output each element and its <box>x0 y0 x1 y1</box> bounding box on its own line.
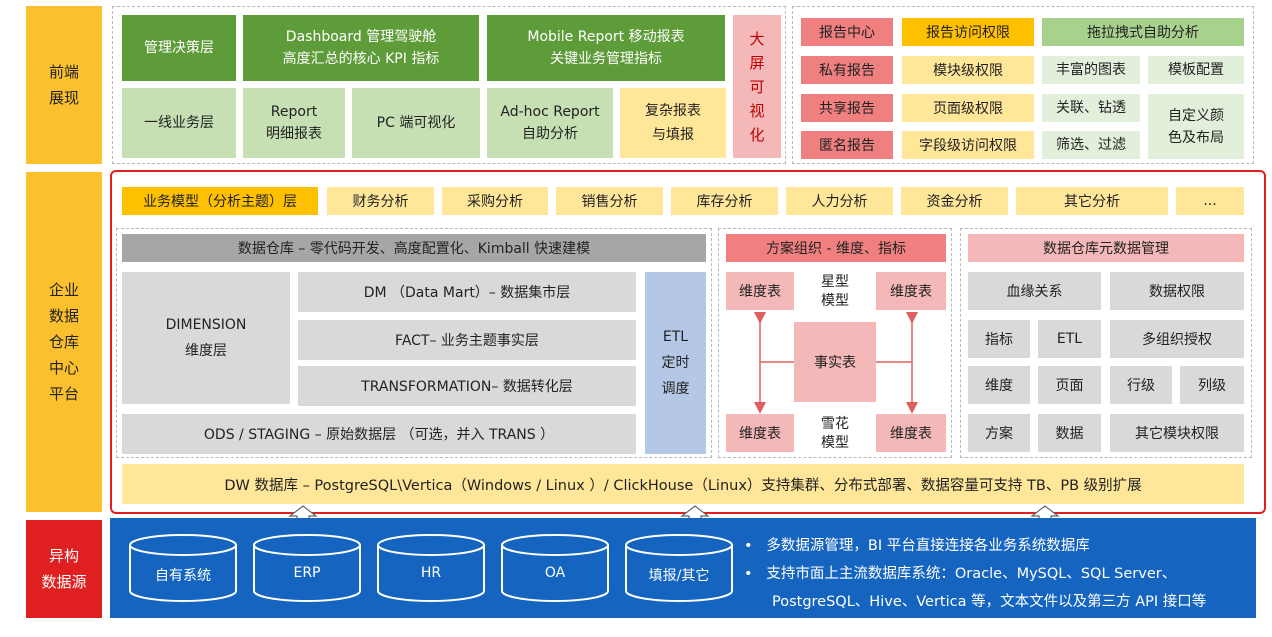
database-icon: 自有系统 <box>128 533 238 603</box>
model-more: ... <box>1176 187 1244 215</box>
side-label-edw: 企业 数据 仓库 中心 平台 <box>26 172 102 512</box>
model-other: 其它分析 <box>1016 187 1168 215</box>
model-purchase: 采购分析 <box>442 187 548 215</box>
front-right-frame <box>792 6 1254 164</box>
private-report: 私有报告 <box>801 56 893 84</box>
dw-title: 数据仓库 – 零代码开发、高度配置化、Kimball 快速建模 <box>122 234 706 262</box>
db-label-own: 自有系统 <box>155 568 211 584</box>
dim-table-tl: 维度表 <box>726 272 794 310</box>
meta-metric: 指标 <box>968 320 1030 358</box>
db-label-hr: HR <box>420 565 442 581</box>
db-label-erp: ERP <box>293 565 321 581</box>
transform-layer: TRANSFORMATION– 数据转化层 <box>298 366 636 406</box>
fact-table: 事实表 <box>794 322 876 402</box>
col-level: 列级 <box>1180 366 1244 404</box>
dw-frame <box>116 228 712 458</box>
shared-report: 共享报告 <box>801 94 893 122</box>
side-label-sources: 异构 数据源 <box>26 520 102 618</box>
db-label-oa: OA <box>544 565 566 581</box>
frontline-layer: 一线业务层 <box>122 88 236 158</box>
complex-report-box: 复杂报表与填报 <box>620 88 726 158</box>
business-model-head: 业务模型（分析主题）层 <box>122 187 318 215</box>
dim-table-tr: 维度表 <box>876 272 946 310</box>
model-capital: 资金分析 <box>901 187 1008 215</box>
dim-table-bl: 维度表 <box>726 414 794 452</box>
scheme-title: 方案组织 - 维度、指标 <box>726 234 946 262</box>
snowflake-model-label: 雪花模型 <box>821 416 849 451</box>
database-icon: 填报/其它 <box>624 533 734 603</box>
big-screen-box: 大屏可视化 <box>733 15 781 158</box>
model-inventory: 库存分析 <box>671 187 778 215</box>
dim-table-br: 维度表 <box>876 414 946 452</box>
meta-frame <box>960 228 1252 458</box>
model-sales: 销售分析 <box>556 187 663 215</box>
multi-org-auth: 多组织授权 <box>1110 320 1244 358</box>
database-icon: OA <box>500 533 610 603</box>
db-label-other: 填报/其它 <box>648 568 710 584</box>
custom-color-layout: 自定义颜色及布局 <box>1148 94 1244 159</box>
mgmt-layer: 管理决策层 <box>122 15 236 81</box>
model-hr: 人力分析 <box>786 187 893 215</box>
meta-data: 数据 <box>1038 414 1101 452</box>
note-2: • 支持市面上主流数据库系统：Oracle、MySQL、SQL Server、 <box>744 566 1177 582</box>
rich-charts: 丰富的图表 <box>1042 56 1140 84</box>
link-drill: 关联、钻透 <box>1042 94 1140 122</box>
other-module-perm: 其它模块权限 <box>1110 414 1244 452</box>
ods-layer: ODS / STAGING – 原始数据层 （可选，并入 TRANS ） <box>122 414 636 454</box>
database-icon: HR <box>376 533 486 603</box>
pc-vis-box: PC 端可视化 <box>352 88 480 158</box>
field-perm: 字段级访问权限 <box>902 131 1034 159</box>
meta-etl: ETL <box>1038 320 1101 358</box>
filter: 筛选、过滤 <box>1042 131 1140 159</box>
database-icon: ERP <box>252 533 362 603</box>
sources-notes: • 多数据源管理，BI 平台直接连接各业务系统数据库 • 支持市面上主流数据库系… <box>744 532 1250 616</box>
template-config: 模板配置 <box>1148 56 1244 84</box>
anon-report: 匿名报告 <box>801 131 893 159</box>
note-3: PostgreSQL、Hive、Vertica 等，文本文件以及第三方 API … <box>772 594 1207 610</box>
module-perm: 模块级权限 <box>902 56 1034 84</box>
scheme-frame <box>718 228 952 458</box>
dashboard-box: Dashboard 管理驾驶舱高度汇总的核心 KPI 指标 <box>243 15 479 81</box>
row-level: 行级 <box>1110 366 1172 404</box>
model-finance: 财务分析 <box>327 187 434 215</box>
report-access-perm: 报告访问权限 <box>902 18 1034 46</box>
report-center: 报告中心 <box>801 18 893 46</box>
fact-layer: FACT– 业务主题事实层 <box>298 320 636 360</box>
dragdrop-analysis: 拖拉拽式自助分析 <box>1042 18 1244 46</box>
meta-scheme: 方案 <box>968 414 1030 452</box>
dw-database: DW 数据库 – PostgreSQL\Vertica（Windows / Li… <box>122 464 1244 504</box>
scheme-connectors <box>754 312 918 414</box>
meta-page: 页面 <box>1038 366 1101 404</box>
meta-dimension: 维度 <box>968 366 1030 404</box>
star-model-label: 星型模型 <box>821 274 849 309</box>
meta-title: 数据仓库元数据管理 <box>968 234 1244 262</box>
lineage: 血缘关系 <box>968 272 1101 310</box>
data-perm: 数据权限 <box>1110 272 1244 310</box>
note-1: • 多数据源管理，BI 平台直接连接各业务系统数据库 <box>744 538 1090 554</box>
dm-layer: DM （Data Mart）– 数据集市层 <box>298 272 636 312</box>
front-left-frame <box>112 6 786 164</box>
mobile-report-box: Mobile Report 移动报表关键业务管理指标 <box>487 15 725 81</box>
page-perm: 页面级权限 <box>902 94 1034 122</box>
side-label-front: 前端 展现 <box>26 6 102 164</box>
